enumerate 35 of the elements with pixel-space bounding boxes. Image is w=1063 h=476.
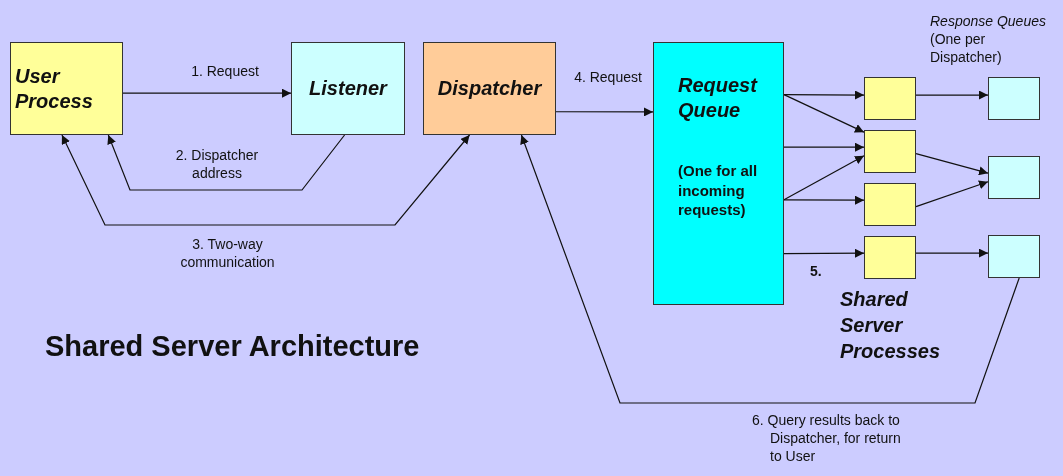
caption: Shared Server Processes bbox=[840, 287, 942, 364]
arrow bbox=[915, 180, 989, 208]
process-box bbox=[653, 42, 784, 305]
diagram-title: Shared Server Architecture bbox=[45, 330, 420, 363]
arrow bbox=[520, 134, 1020, 404]
empty-box bbox=[864, 236, 916, 279]
arrow bbox=[61, 134, 471, 226]
arrow bbox=[783, 142, 865, 152]
node-title: Request Queue bbox=[678, 73, 759, 123]
arrow bbox=[783, 155, 865, 201]
empty-box bbox=[988, 156, 1040, 199]
step-number: 5. bbox=[810, 262, 823, 281]
node-note: (One for all incoming requests) bbox=[678, 161, 759, 220]
empty-box bbox=[864, 183, 916, 226]
empty-box bbox=[864, 77, 916, 120]
process-box bbox=[423, 42, 556, 135]
arrow bbox=[915, 90, 989, 100]
empty-box bbox=[988, 235, 1040, 278]
caption: Response Queues (One per Dispatcher) bbox=[930, 12, 1047, 67]
node-title: User Process bbox=[15, 63, 94, 114]
arrow bbox=[915, 153, 989, 176]
process-box bbox=[10, 42, 123, 135]
arrow bbox=[122, 88, 292, 98]
arrow bbox=[783, 94, 865, 133]
node-title: Listener bbox=[309, 76, 387, 101]
arrow bbox=[555, 107, 654, 117]
process-box bbox=[291, 42, 405, 135]
node-title: Dispatcher bbox=[437, 76, 542, 101]
arrow bbox=[107, 134, 346, 191]
arrow bbox=[783, 195, 865, 205]
arrow bbox=[783, 90, 865, 100]
arrow bbox=[783, 248, 865, 258]
empty-box bbox=[864, 130, 916, 173]
arrow bbox=[915, 248, 989, 258]
empty-box bbox=[988, 77, 1040, 120]
